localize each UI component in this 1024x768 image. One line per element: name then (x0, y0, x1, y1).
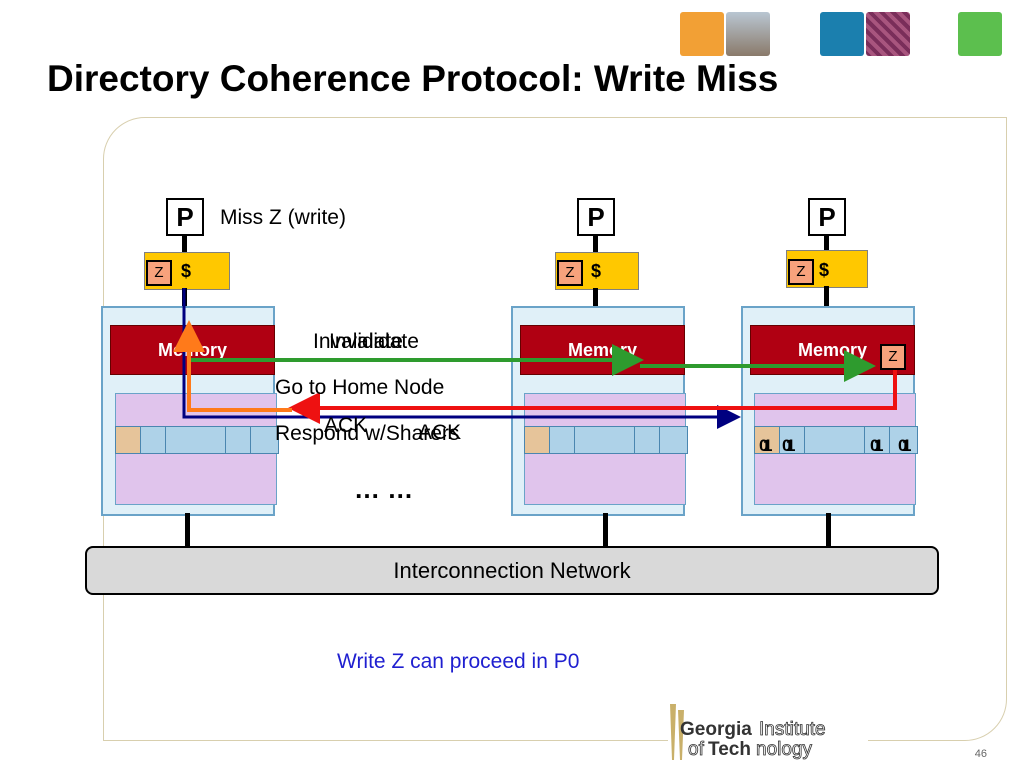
respond-label: Respond w/Sharers (275, 422, 460, 445)
cache-line-z-p1: Z (557, 260, 583, 286)
dir-bit: 1 (902, 436, 912, 455)
processor-p1: P (577, 198, 615, 236)
cache-symbol-p2: $ (819, 260, 830, 280)
proc-bus-2 (824, 236, 829, 250)
svg-text:Institute: Institute (759, 719, 826, 740)
cache-symbol-p1: $ (591, 261, 602, 281)
cache-bus-1 (593, 288, 598, 308)
invalidate-label-1: Invalidate (313, 330, 403, 353)
page-number: 46 (974, 748, 987, 760)
dir-bit: 1 (874, 436, 884, 455)
proc-bus-1 (593, 236, 598, 252)
georgia-tech-logo: Georgia Institute of Tech nology (668, 702, 868, 764)
directory-row-0 (115, 426, 279, 454)
circuit-thumbnail (866, 12, 910, 56)
dir-bit: 1 (763, 436, 773, 455)
processor-p2: P (808, 198, 846, 236)
ack-label-2: ACK (418, 421, 462, 444)
directory-row-2 (754, 426, 918, 454)
dir-bit: 0 (759, 436, 769, 455)
building-thumbnail (726, 12, 770, 56)
blue-thumbnail (820, 12, 864, 56)
dir-bit: 0 (782, 436, 792, 455)
dir-bit: 0 (898, 436, 908, 455)
go-home-label: Go to Home Node (275, 376, 445, 399)
memory-line-z: Z (880, 344, 906, 370)
svg-text:Georgia: Georgia (680, 719, 752, 740)
invalidate-label-2: Invalidate (329, 330, 419, 353)
svg-text:of: of (688, 739, 705, 760)
response-arrow (173, 320, 292, 412)
dir-bit: 0 (870, 436, 880, 455)
green-thumbnail (958, 12, 1002, 56)
cache-line-z-p0: Z (146, 260, 172, 286)
interconnection-network: Interconnection Network (85, 546, 939, 595)
cache-bus-2 (824, 286, 829, 308)
svg-text:nology: nology (756, 739, 812, 760)
request-arrow (182, 288, 741, 429)
orange-thumbnail (680, 12, 724, 56)
cache-symbol-p0: $ (181, 261, 192, 281)
slide-title: Directory Coherence Protocol: Write Miss (47, 58, 779, 99)
ack-arrow (288, 370, 897, 424)
net-link-2 (826, 513, 831, 547)
proc-bus-0 (182, 236, 187, 252)
dir-bit: 1 (786, 436, 796, 455)
processor-p0: P (166, 198, 204, 236)
miss-label: Miss Z (write) (220, 206, 346, 229)
directory-row-1 (524, 426, 688, 454)
net-link-1 (603, 513, 608, 547)
ack-label-1: ACK (324, 414, 368, 437)
result-text: Write Z can proceed in P0 (337, 650, 580, 673)
ellipsis: … … (354, 474, 414, 504)
svg-text:Tech: Tech (708, 739, 751, 760)
net-link-0 (185, 513, 190, 547)
cache-line-z-p2: Z (788, 259, 814, 285)
